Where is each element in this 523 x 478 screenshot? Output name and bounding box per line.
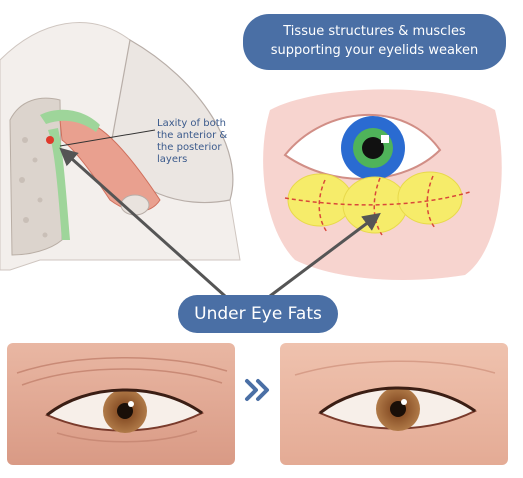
laxity-marker xyxy=(46,136,54,144)
before-eye-drawing xyxy=(7,343,235,465)
eyelid-cross-section-diagram xyxy=(0,22,241,271)
laxity-line-4: layers xyxy=(157,154,188,165)
after-eye-drawing xyxy=(280,343,508,465)
weakening-callout-line-1: Tissue structures & muscles xyxy=(283,24,466,39)
weakening-callout: Tissue structures & muscles supporting y… xyxy=(243,14,506,70)
laxity-line-1: Laxity of both xyxy=(157,118,226,129)
bone-texture xyxy=(19,137,48,238)
posterior-layer-tissue xyxy=(48,128,70,240)
fat-boundary-lines xyxy=(284,175,471,236)
laxity-annotation: Laxity of both the anterior & the poster… xyxy=(157,118,262,166)
laxity-line-2: the anterior & xyxy=(157,130,228,141)
double-chevron-right-icon xyxy=(243,375,273,405)
before-eye-image xyxy=(7,343,235,465)
laxity-leader-line xyxy=(59,129,156,147)
arrow-to-fat xyxy=(269,212,381,298)
pupil xyxy=(362,137,384,159)
after-eye-image xyxy=(280,343,508,465)
under-eye-fat-illustration xyxy=(263,89,502,280)
laxity-line-3: the posterior xyxy=(157,142,222,153)
anterior-layer-tissue xyxy=(40,109,100,132)
under-eye-fats-label: Under Eye Fats xyxy=(178,295,338,333)
weakening-callout-line-2: supporting your eyelids weaken xyxy=(270,43,479,58)
arrow-to-anatomy xyxy=(59,147,227,298)
pointer-arrows xyxy=(59,147,381,298)
eye-highlight xyxy=(381,135,389,143)
fat-lobes xyxy=(287,171,463,234)
